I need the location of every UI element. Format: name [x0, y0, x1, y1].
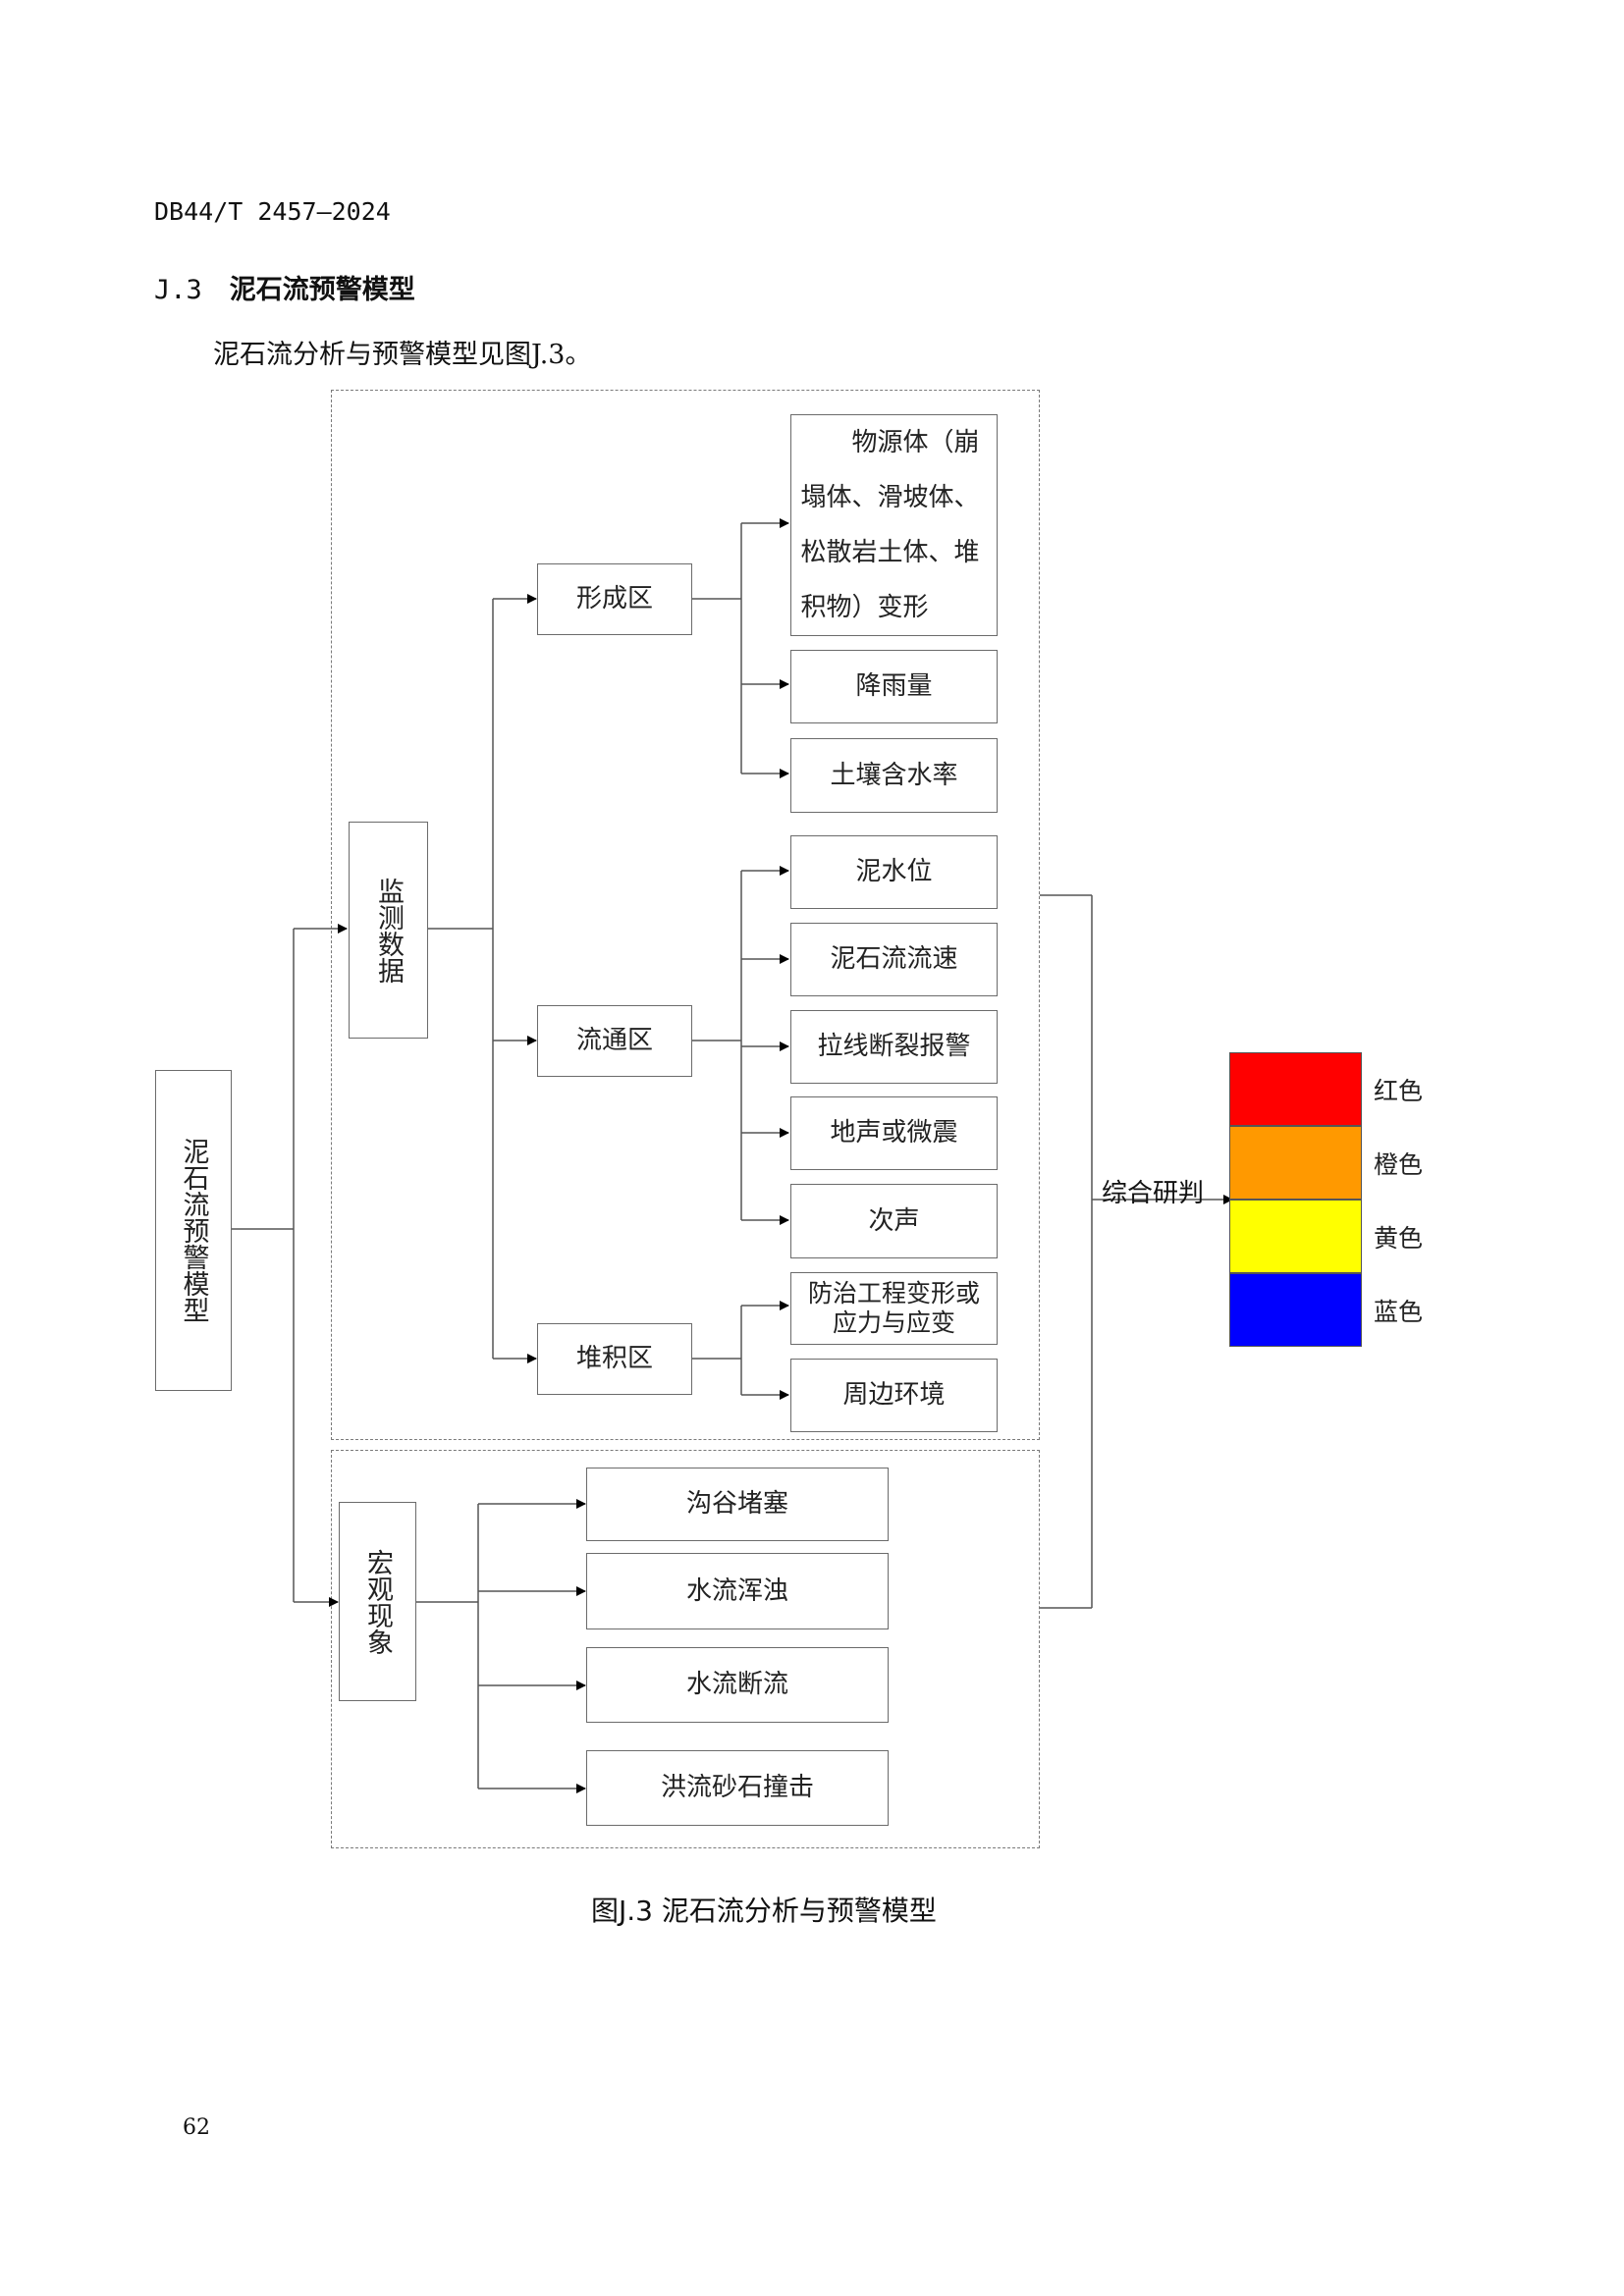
- item-label: 泥水位: [855, 857, 933, 887]
- zone-deposit: 堆积区: [537, 1323, 692, 1395]
- level-label: 蓝色: [1374, 1298, 1424, 1326]
- level-label: 红色: [1374, 1077, 1424, 1105]
- item-rainfall: 降雨量: [790, 650, 998, 723]
- level-label: 黄色: [1374, 1224, 1424, 1253]
- monitoring-label: 监测数据: [373, 877, 404, 984]
- intro-paragraph: 泥石流分析与预警模型见图J.3。: [213, 340, 592, 370]
- section-number: J.3: [154, 275, 202, 305]
- zone-formation: 形成区: [537, 563, 692, 635]
- item-flow-speed: 泥石流流速: [790, 923, 998, 996]
- level-swatch: [1229, 1126, 1362, 1200]
- item-label: 防治工程变形或应力与应变: [807, 1279, 980, 1337]
- item-ground-sound: 地声或微震: [790, 1096, 998, 1170]
- level-swatch: [1229, 1200, 1362, 1273]
- level-swatch: [1229, 1052, 1362, 1126]
- root-label: 泥石流预警模型: [178, 1138, 209, 1323]
- item-label: 次声: [868, 1205, 920, 1236]
- item-label: 土壤含水率: [830, 760, 958, 790]
- item-label: 泥石流流速: [830, 944, 958, 975]
- macro-box: 宏观现象: [339, 1502, 416, 1701]
- item-wire-break-alarm: 拉线断裂报警: [790, 1010, 998, 1084]
- document-code: DB44/T 2457—2024: [154, 197, 391, 226]
- item-prevention-deformation: 防治工程变形或应力与应变: [790, 1272, 998, 1345]
- item-label: 水流断流: [685, 1670, 788, 1700]
- monitoring-box: 监测数据: [349, 822, 428, 1039]
- macro-item: 水流断流: [586, 1647, 889, 1723]
- item-infrasound: 次声: [790, 1184, 998, 1258]
- item-label: 沟谷堵塞: [685, 1489, 788, 1520]
- item-soil-moisture: 土壤含水率: [790, 738, 998, 813]
- section-heading: J.3 泥石流预警模型: [154, 268, 415, 306]
- macro-item: 沟谷堵塞: [586, 1468, 889, 1541]
- item-label: 周边环境: [842, 1380, 946, 1411]
- item-label: 洪流砂石撞击: [660, 1773, 814, 1803]
- item-label: 降雨量: [855, 671, 933, 702]
- macro-label: 宏观现象: [362, 1548, 393, 1655]
- macro-group: [331, 1450, 1040, 1848]
- zone-label: 形成区: [575, 584, 653, 614]
- judgment-label: 综合研判: [1102, 1179, 1205, 1208]
- item-source-deformation: 物源体（崩塌体、滑坡体、松散岩土体、堆积物）变形: [790, 414, 998, 636]
- level-label: 橙色: [1374, 1150, 1424, 1179]
- macro-item: 洪流砂石撞击: [586, 1750, 889, 1826]
- item-mud-level: 泥水位: [790, 835, 998, 909]
- figure-caption: 图J.3 泥石流分析与预警模型: [591, 1895, 937, 1927]
- item-label: 水流浑浊: [685, 1575, 788, 1606]
- item-label: 地声或微震: [830, 1118, 958, 1148]
- item-surroundings: 周边环境: [790, 1359, 998, 1432]
- level-swatch: [1229, 1273, 1362, 1347]
- zone-transit: 流通区: [537, 1005, 692, 1077]
- zone-label: 流通区: [575, 1026, 653, 1056]
- item-label: 拉线断裂报警: [817, 1032, 971, 1062]
- page-number: 62: [183, 2115, 210, 2140]
- item-label: 物源体（崩塌体、滑坡体、松散岩土体、堆积物）变形: [800, 428, 980, 622]
- macro-item: 水流浑浊: [586, 1553, 889, 1629]
- monitoring-group: [331, 390, 1040, 1440]
- root-box: 泥石流预警模型: [155, 1070, 232, 1391]
- section-title: 泥石流预警模型: [229, 275, 415, 305]
- zone-label: 堆积区: [575, 1344, 653, 1374]
